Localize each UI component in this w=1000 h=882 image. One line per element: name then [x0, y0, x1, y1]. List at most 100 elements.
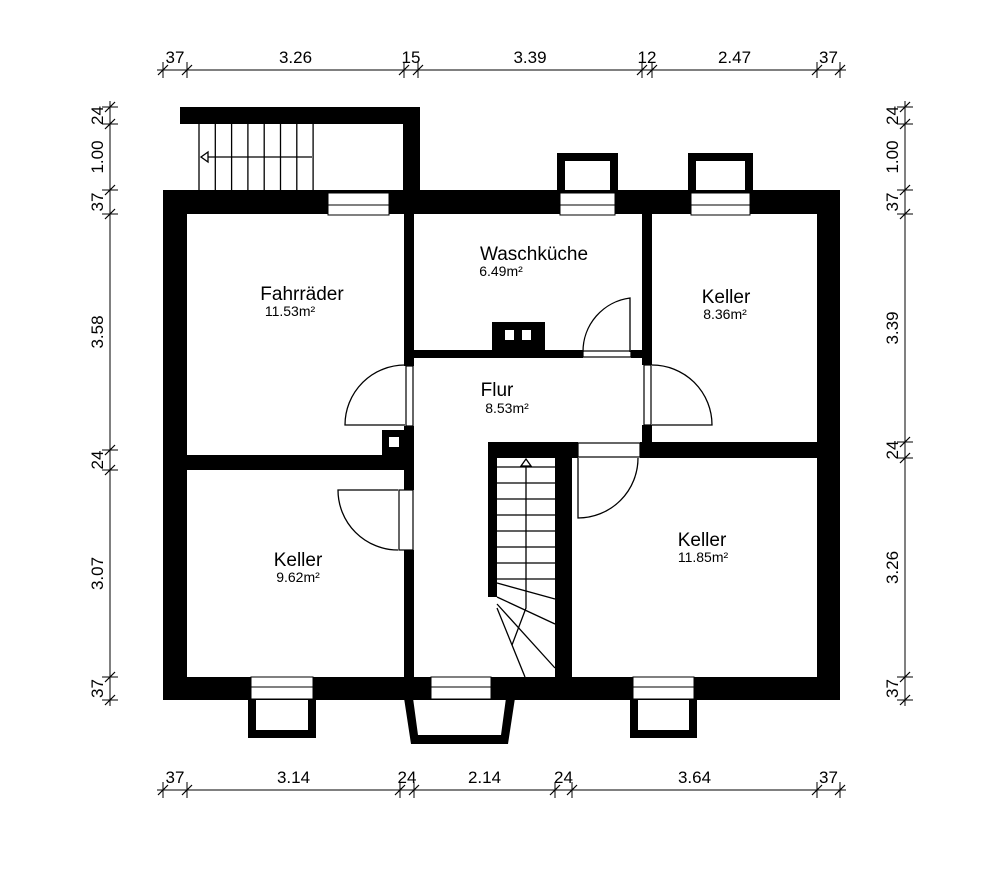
window-well [557, 153, 618, 192]
window [690, 192, 751, 216]
door-frame [643, 364, 652, 426]
dimension-tick [408, 784, 420, 796]
chimney [492, 322, 545, 354]
door-opening [404, 366, 414, 426]
dimension-label: 3.14 [277, 768, 310, 787]
dimension-label: 24 [883, 106, 902, 125]
chimney-flue [389, 437, 399, 447]
dimension-tick [394, 784, 406, 796]
windows [248, 153, 753, 744]
dimension-tick [899, 671, 911, 683]
dimension-tick [398, 64, 410, 76]
dimension-tick [157, 784, 169, 796]
door-frame [577, 442, 641, 458]
dimension-tick [899, 452, 911, 464]
dimension-tick [811, 784, 823, 796]
door-keller-lower-right[interactable] [577, 457, 639, 519]
dimension-label: 37 [88, 193, 107, 212]
room-area: 9.62m² [276, 569, 320, 585]
stair-winder-step [496, 596, 556, 625]
wall-keller-right-bottom [640, 442, 817, 458]
dimension-tick [104, 118, 116, 130]
door-frames [398, 350, 652, 551]
dimension-tick [157, 64, 169, 76]
room-name: Keller [274, 550, 323, 571]
room-name: Flur [481, 380, 514, 401]
dimension-label: 3.64 [678, 768, 711, 787]
door-opening [398, 490, 414, 550]
dimension-tick [899, 208, 911, 220]
dimension-label: 1.00 [88, 140, 107, 173]
window [559, 192, 616, 216]
openings [389, 330, 652, 550]
dimension-label: 37 [819, 48, 838, 67]
dimension-tick [834, 64, 846, 76]
room-area: 8.36m² [703, 306, 747, 322]
dimension-label: 3.07 [88, 557, 107, 590]
walls [163, 107, 840, 700]
dimension-tick [899, 101, 911, 113]
dimension-label: 37 [166, 48, 185, 67]
room-name: Waschküche [480, 244, 588, 265]
dimension-label: 24 [88, 106, 107, 125]
stair-arrow-icon [199, 150, 209, 164]
window [327, 192, 390, 216]
stair-arrow-icon [519, 457, 533, 467]
door-swings [337, 297, 713, 551]
door-frame [405, 365, 414, 427]
window [250, 676, 314, 700]
dimension-tick [412, 64, 424, 76]
window-well [688, 153, 753, 192]
dimension-tick [181, 64, 193, 76]
dimension-tick [104, 208, 116, 220]
dimension-label: 3.58 [88, 315, 107, 348]
dimension-label: 37 [88, 679, 107, 698]
stair-winder-step [496, 603, 556, 669]
dimension-label: 24 [554, 768, 573, 787]
stair-winder-step [496, 607, 526, 678]
window-well [248, 698, 316, 738]
stair-right-wall [555, 442, 572, 677]
dimension-tick [104, 184, 116, 196]
window-well [630, 698, 697, 738]
dimension-label: 24 [398, 768, 417, 787]
dimension-tick [181, 784, 193, 796]
wall-fahrraeder-keller [187, 455, 412, 470]
dimension-tick [899, 184, 911, 196]
room-labels: Fahrräder 11.53m² Waschküche 6.49m² Kell… [260, 244, 751, 585]
dimension-tick [104, 444, 116, 456]
dimension-tick [636, 64, 648, 76]
door-opening [583, 350, 631, 358]
door-opening [578, 442, 640, 458]
dimension-tick [104, 101, 116, 113]
dimension-tick [104, 464, 116, 476]
room-area: 8.53m² [485, 400, 529, 416]
dimension-label: 3.39 [513, 48, 546, 67]
room-name: Keller [702, 287, 751, 308]
room-name: Fahrräder [260, 284, 344, 305]
door-keller-left[interactable] [337, 489, 399, 551]
door-frame [582, 350, 632, 358]
dimension-tick [899, 694, 911, 706]
stairs [198, 124, 556, 678]
dimension-label: 12 [638, 48, 657, 67]
room-area: 11.85m² [678, 549, 729, 565]
chimney-flue [505, 330, 514, 340]
door-frame [398, 489, 414, 551]
door-waschkueche[interactable] [582, 297, 631, 353]
dimension-tick [566, 784, 578, 796]
door-keller-upper-right[interactable] [651, 364, 713, 426]
dimension-label: 24 [88, 451, 107, 470]
room-name: Keller [678, 530, 727, 551]
window [430, 676, 492, 700]
room-area: 6.49m² [479, 263, 523, 279]
dimension-tick [811, 64, 823, 76]
dimension-tick [834, 784, 846, 796]
door-fahrraeder[interactable] [344, 364, 406, 426]
dimension-tick [646, 64, 658, 76]
dimension-tick [104, 671, 116, 683]
window-well [404, 698, 515, 744]
room-area: 11.53m² [265, 303, 316, 319]
